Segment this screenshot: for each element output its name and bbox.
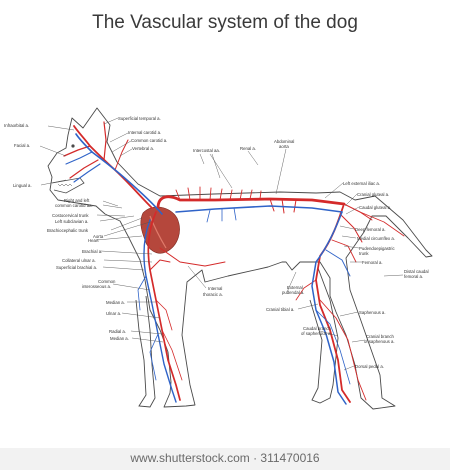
label-internal-thoracic-2: thoracic a.	[203, 292, 223, 297]
label-facial: Facial a.	[14, 143, 30, 148]
label-caudal-gluteal: Caudal gluteal a.	[359, 205, 391, 210]
label-common-interosseous-2: interosseous a.	[82, 284, 111, 289]
label-brachial: Brachial a.	[82, 249, 102, 254]
footer-bar	[0, 448, 450, 470]
label-right-left-carotid-1: Right and left	[64, 198, 90, 203]
heart-shading	[149, 215, 167, 249]
label-abdominal-aorta-1: Abdominal	[274, 139, 294, 144]
label-cranial-tibial: Cranial tibial a.	[266, 307, 294, 312]
label-internal-carotid: Internal carotid a.	[128, 130, 161, 135]
label-superficial-brachial: Superficial brachial a.	[56, 265, 97, 270]
label-lingual: Lingual a.	[13, 183, 32, 188]
label-renal: Renal a.	[240, 146, 256, 151]
teeth	[57, 183, 73, 187]
eye	[71, 144, 75, 148]
label-vertebral: Vertebral a.	[132, 146, 154, 151]
label-brachiocephalic: Brachiocephalic trunk	[47, 228, 89, 233]
diagram-title: The Vascular system of the dog	[92, 12, 358, 33]
label-external-pudendal-2: pudendal a.	[282, 290, 304, 295]
label-distal-caudal-femoral-1: Distal caudal	[404, 269, 429, 274]
label-left-subclavian: Left subclavian a.	[55, 219, 88, 224]
label-caudal-branch-2: of saphenous a.	[301, 331, 332, 336]
label-deep-femoral: Deep femoral a.	[355, 227, 386, 232]
label-femoral: Femoral a.	[362, 260, 383, 265]
label-right-left-carotid-2: common carotid aa.	[55, 203, 93, 208]
label-cranial-branch-1: Cranial branch	[366, 334, 395, 339]
label-median-2: Median a.	[110, 336, 129, 341]
label-aorta: Aorta	[93, 234, 104, 239]
label-medial-circumflex: Medial circumflex a.	[357, 236, 395, 241]
label-pudendoepigastric-2: trunk	[359, 251, 369, 256]
label-ulnar: Ulnar a.	[106, 311, 121, 316]
far-foreleg-outline	[135, 295, 156, 408]
label-heart: Heart	[88, 238, 99, 243]
label-infraorbital: Infraorbital a.	[4, 123, 29, 128]
label-saphenous: Saphenous a.	[359, 310, 386, 315]
label-distal-caudal-femoral-2: femoral a.	[404, 274, 423, 279]
labels: Infraorbital a. Facial a. Lingual a. Sup…	[4, 116, 429, 369]
label-common-carotid: Common carotid a.	[131, 138, 167, 143]
label-external-pudendal-1: External	[287, 285, 303, 290]
label-superficial-temporal: Superficial temporal a.	[118, 116, 161, 121]
label-cranial-gluteal: Cranial gluteal a.	[357, 192, 389, 197]
label-caudal-branch-1: Caudal branch	[303, 326, 332, 331]
label-radial: Radial a.	[109, 329, 126, 334]
mouth	[51, 177, 85, 194]
label-costocervical: Costocervical trunk	[52, 213, 89, 218]
label-dorsal-pedal: Dorsal pedal a.	[355, 364, 384, 369]
label-abdominal-aorta-2: aorta	[279, 144, 289, 149]
label-left-external-iliac: Left external iliac a.	[343, 181, 380, 186]
far-hindleg-outline	[309, 267, 339, 404]
label-median-1: Median a.	[106, 300, 125, 305]
leader-lines	[39, 117, 404, 371]
veins	[65, 133, 351, 405]
label-cranial-branch-2: of saphenous a.	[364, 339, 395, 344]
label-intercostal: Intercostal aa.	[193, 148, 220, 153]
label-common-interosseous-1: Common	[98, 279, 116, 284]
label-pudendoepigastric-1: Pudendoepigastric	[359, 246, 395, 251]
label-internal-thoracic-1: Internal	[208, 286, 222, 291]
dog-outline	[47, 107, 433, 410]
watermark-footer: www.shutterstock.com · 311470016	[130, 451, 320, 465]
label-collateral-ulnar: Collateral ulnar a.	[62, 258, 96, 263]
